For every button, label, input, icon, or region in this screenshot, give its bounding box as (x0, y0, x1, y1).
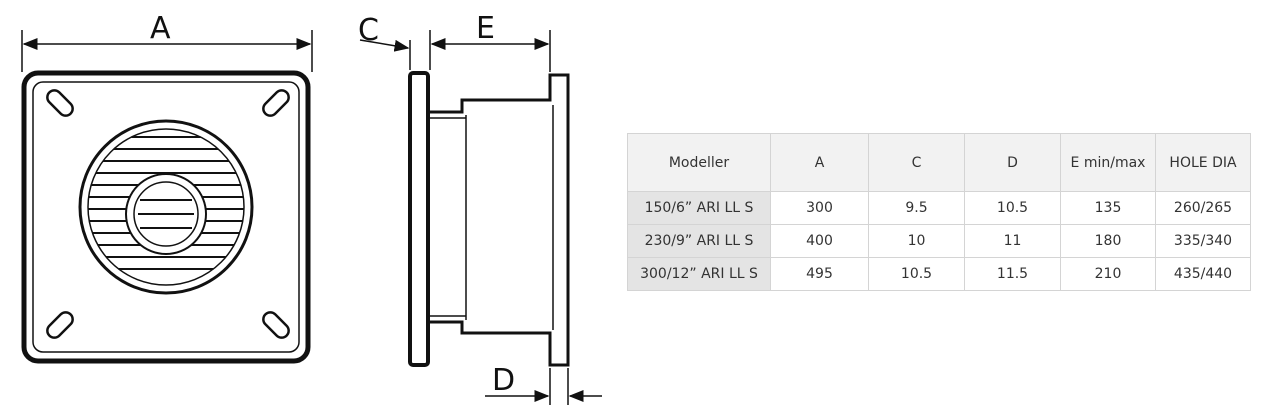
table-row: 300/12” ARI LL S 495 10.5 11.5 210 435/4… (627, 257, 1251, 291)
table-cell: 335/340 (1155, 224, 1251, 258)
table-cell: 10.5 (964, 191, 1061, 225)
dimension-lines (21, 30, 602, 405)
column-header: D (964, 133, 1061, 192)
column-header: E min/max (1060, 133, 1156, 192)
table-cell: 135 (1060, 191, 1156, 225)
model-cell: 150/6” ARI LL S (627, 191, 771, 225)
column-header: A (770, 133, 869, 192)
table-cell: 495 (770, 257, 869, 291)
table-cell: 435/440 (1155, 257, 1251, 291)
table-row: 230/9” ARI LL S 400 10 11 180 335/340 (627, 224, 1251, 258)
column-header: HOLE DIA (1155, 133, 1251, 192)
model-cell: 230/9” ARI LL S (627, 224, 771, 258)
dimensions-table: Modeller A C D E min/max HOLE DIA 150/6”… (627, 133, 1251, 291)
table-cell: 9.5 (868, 191, 965, 225)
mounting-slot-icon (46, 89, 290, 339)
front-view (21, 70, 311, 364)
table-header-row: Modeller A C D E min/max HOLE DIA (627, 133, 1251, 192)
table-cell: 10 (868, 224, 965, 258)
table-cell: 400 (770, 224, 869, 258)
fan-technical-drawing: A C E D (21, 11, 602, 405)
table-cell: 300 (770, 191, 869, 225)
table-cell: 11 (964, 224, 1061, 258)
table-row: 150/6” ARI LL S 300 9.5 10.5 135 260/265 (627, 191, 1251, 225)
table-cell: 180 (1060, 224, 1156, 258)
side-view (408, 71, 570, 367)
dimension-label-c: C (358, 13, 379, 48)
dimension-label-e: E (476, 11, 495, 46)
table-cell: 260/265 (1155, 191, 1251, 225)
dimension-label-d: D (492, 363, 515, 398)
table-cell: 210 (1060, 257, 1156, 291)
column-header: Modeller (627, 133, 771, 192)
dimension-label-a: A (150, 11, 171, 46)
column-header: C (868, 133, 965, 192)
table-cell: 11.5 (964, 257, 1061, 291)
table-cell: 10.5 (868, 257, 965, 291)
model-cell: 300/12” ARI LL S (627, 257, 771, 291)
